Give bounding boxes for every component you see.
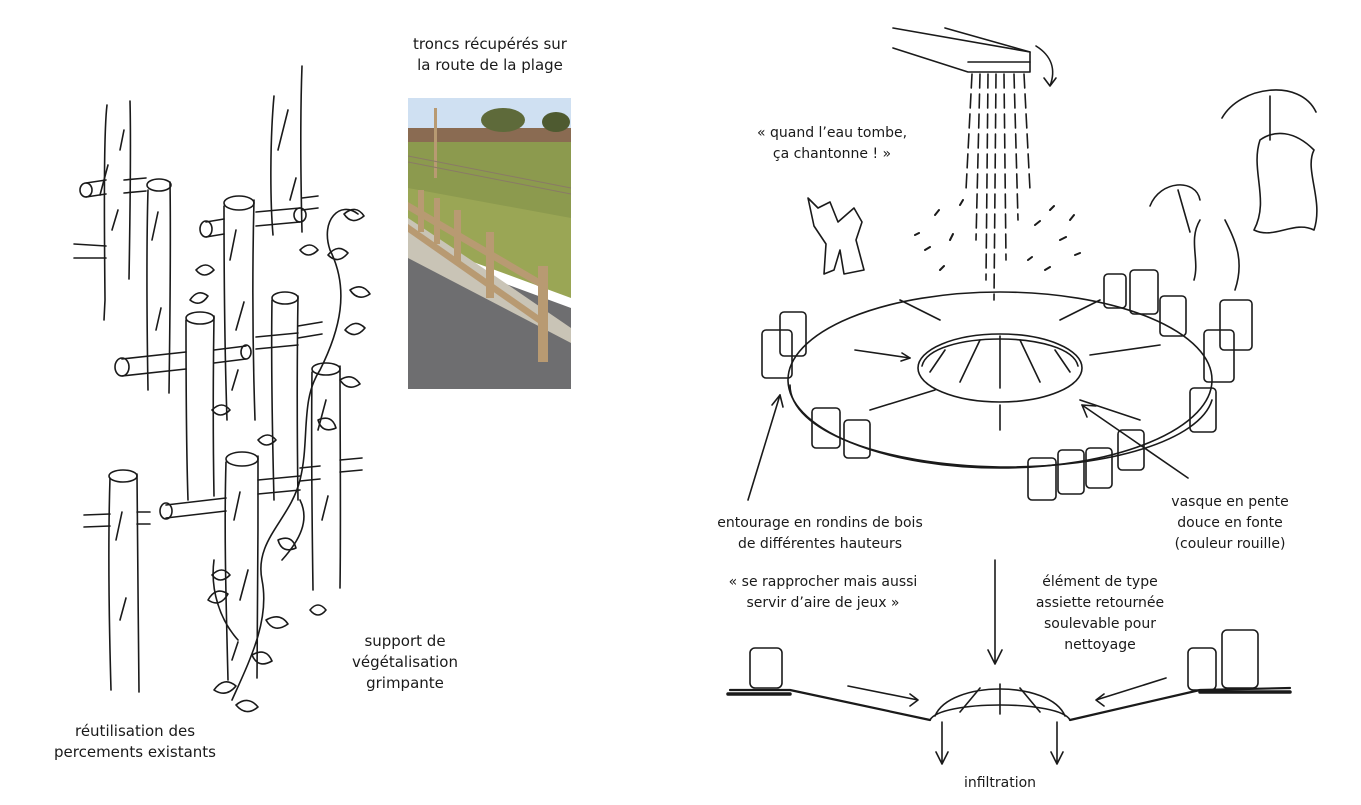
label-element: élément de type assiette retournée soule… [1025,572,1175,656]
label-infiltration: infiltration [963,775,1037,791]
arrow-edging [748,395,780,500]
quote-water-line1: « quand l’eau tombe, [756,125,908,141]
label-element-line4: nettoyage [1064,637,1136,653]
photo-caption: troncs récupérés sur la route de la plag… [400,34,580,76]
photo-image [408,98,571,389]
label-support-line2: végétalisation [351,653,458,671]
photo-caption-line1: troncs récupérés sur [413,35,567,53]
fountain-drawing [728,28,1317,764]
quote-play-line2: servir d’aire de jeux » [746,595,900,611]
label-reuse-line1: réutilisation des [74,722,196,740]
label-reuse-line2: percements existants [54,743,216,761]
label-basin-line1: vasque en pente [1171,494,1289,510]
beach-road-photo [408,98,571,389]
photo-caption-line2: la route de la plage [417,56,563,74]
quote-water: « quand l’eau tombe, ça chantonne ! » [752,123,912,165]
quote-water-line2: ça chantonne ! » [772,146,892,162]
label-edging-line2: de différentes hauteurs [737,536,903,552]
vine-leaves [190,209,370,711]
label-reuse: réutilisation des percements existants [40,721,230,763]
label-support: support de végétalisation grimpante [345,631,465,694]
quote-play: « se rapprocher mais aussi servir d’aire… [718,572,928,614]
label-support-line1: support de [364,632,446,650]
log-posts-drawing [74,66,370,712]
label-edging-line1: entourage en rondins de bois [717,515,923,531]
label-basin-line2: douce en fonte [1177,515,1283,531]
label-basin-line3: (couleur rouille) [1174,536,1286,552]
quote-play-line1: « se rapprocher mais aussi [728,574,918,590]
label-element-line3: soulevable pour [1043,616,1157,632]
label-support-line3: grimpante [366,674,444,692]
label-element-line1: élément de type [1042,574,1158,590]
label-edging: entourage en rondins de bois de différen… [710,513,930,555]
edging-logs [762,270,1252,500]
label-basin: vasque en pente douce en fonte (couleur … [1160,492,1300,555]
label-element-line2: assiette retournée [1035,595,1165,611]
